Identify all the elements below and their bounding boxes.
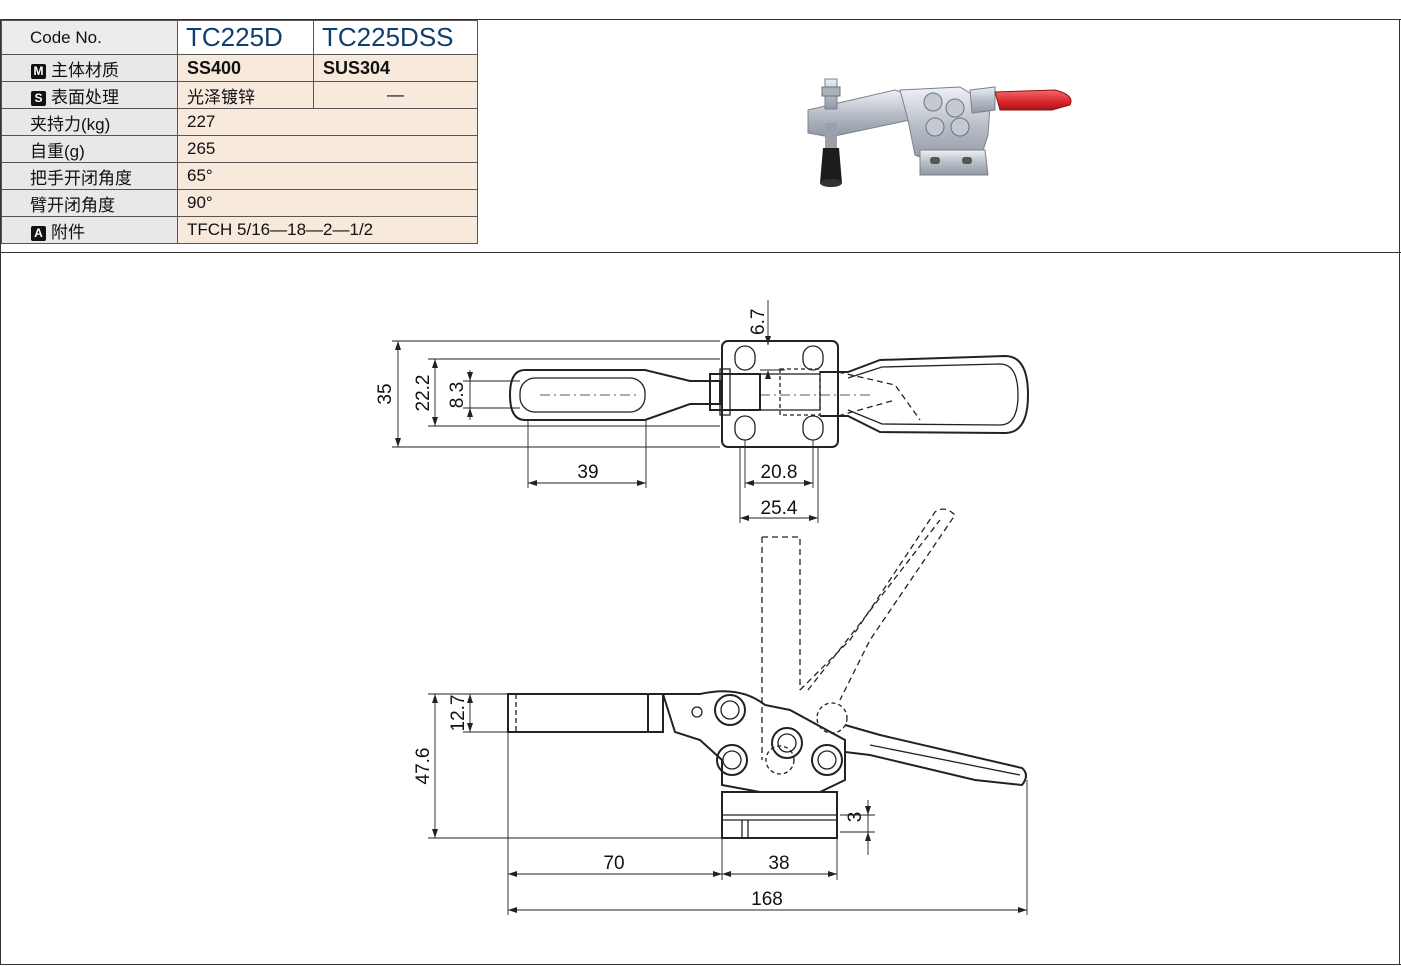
frame-bottom-line bbox=[0, 964, 1401, 965]
table-header-row: Code No. TC225D TC225DSS bbox=[1, 20, 478, 55]
handle-angle-label: 把手开闭角度 bbox=[1, 162, 178, 190]
weight-value: 265 bbox=[177, 135, 478, 163]
dim-38: 38 bbox=[768, 853, 789, 874]
table-row-handle-angle: 把手开闭角度 65° bbox=[1, 162, 478, 190]
accessory-value: TFCH 5/16—18—2—1/2 bbox=[177, 216, 478, 244]
surface-badge-icon: S bbox=[31, 90, 46, 106]
weight-label: 自重(g) bbox=[1, 135, 178, 163]
dim-25-4: 25.4 bbox=[761, 498, 798, 519]
surface-value-1: 光泽镀锌 bbox=[177, 81, 314, 109]
dim-12-7: 12.7 bbox=[448, 695, 469, 732]
dim-22-2: 22.2 bbox=[413, 375, 434, 412]
material-value-1: SS400 bbox=[177, 54, 314, 82]
spec-table: Code No. TC225D TC225DSS M 主体材质 SS400 SUS… bbox=[1, 20, 478, 244]
arm-angle-label: 臂开闭角度 bbox=[1, 189, 178, 217]
table-row-weight: 自重(g) 265 bbox=[1, 135, 478, 163]
surface-label-cell: S 表面处理 bbox=[1, 81, 178, 109]
material-label: 主体材质 bbox=[51, 60, 119, 80]
accessory-label: 附件 bbox=[51, 222, 85, 242]
frame-mid-line bbox=[0, 252, 1401, 253]
frame-top-line bbox=[0, 19, 1401, 20]
dim-3: 3 bbox=[845, 812, 866, 823]
dim-35: 35 bbox=[375, 383, 396, 404]
dim-39: 39 bbox=[577, 462, 598, 483]
top-view bbox=[392, 300, 1030, 523]
table-row-arm-angle: 臂开闭角度 90° bbox=[1, 189, 478, 217]
handle-angle-value: 65° bbox=[177, 162, 478, 190]
technical-drawing: 6.7 35 22.2 8.3 39 20.8 25.4 12.7 47.6 3… bbox=[375, 300, 1030, 915]
code-no-label: Code No. bbox=[1, 20, 178, 55]
clamp-force-label: 夹持力(kg) bbox=[1, 108, 178, 136]
frame-left-line bbox=[0, 19, 1, 965]
dim-70: 70 bbox=[603, 853, 624, 874]
dimension-labels: 6.7 35 22.2 8.3 39 20.8 25.4 12.7 47.6 3… bbox=[375, 309, 866, 910]
product-photo bbox=[807, 78, 1072, 187]
accessory-label-cell: A 附件 bbox=[1, 216, 178, 244]
table-row-surface: S 表面处理 光泽镀锌 — bbox=[1, 81, 478, 109]
material-value-2: SUS304 bbox=[313, 54, 478, 82]
dim-6-7: 6.7 bbox=[748, 309, 769, 335]
arm-angle-value: 90° bbox=[177, 189, 478, 217]
surface-label: 表面处理 bbox=[51, 87, 119, 107]
table-row-accessory: A 附件 TFCH 5/16—18—2—1/2 bbox=[1, 216, 478, 244]
dimension-arrows bbox=[395, 336, 1027, 913]
frame-right-line bbox=[1399, 19, 1400, 965]
dim-20-8: 20.8 bbox=[761, 462, 798, 483]
table-row-material: M 主体材质 SS400 SUS304 bbox=[1, 54, 478, 82]
surface-value-2: — bbox=[313, 81, 478, 109]
dim-47-6: 47.6 bbox=[413, 748, 434, 785]
material-badge-icon: M bbox=[31, 63, 46, 79]
clamp-photo-illustration bbox=[807, 78, 1072, 187]
accessory-badge-icon: A bbox=[31, 225, 46, 241]
dim-8-3: 8.3 bbox=[447, 382, 468, 408]
side-view bbox=[428, 508, 1028, 915]
dim-168: 168 bbox=[751, 889, 783, 910]
material-label-cell: M 主体材质 bbox=[1, 54, 178, 82]
table-row-clamp-force: 夹持力(kg) 227 bbox=[1, 108, 478, 136]
clamp-force-value: 227 bbox=[177, 108, 478, 136]
code-tc225d: TC225D bbox=[177, 20, 314, 55]
code-tc225dss: TC225DSS bbox=[313, 20, 478, 55]
